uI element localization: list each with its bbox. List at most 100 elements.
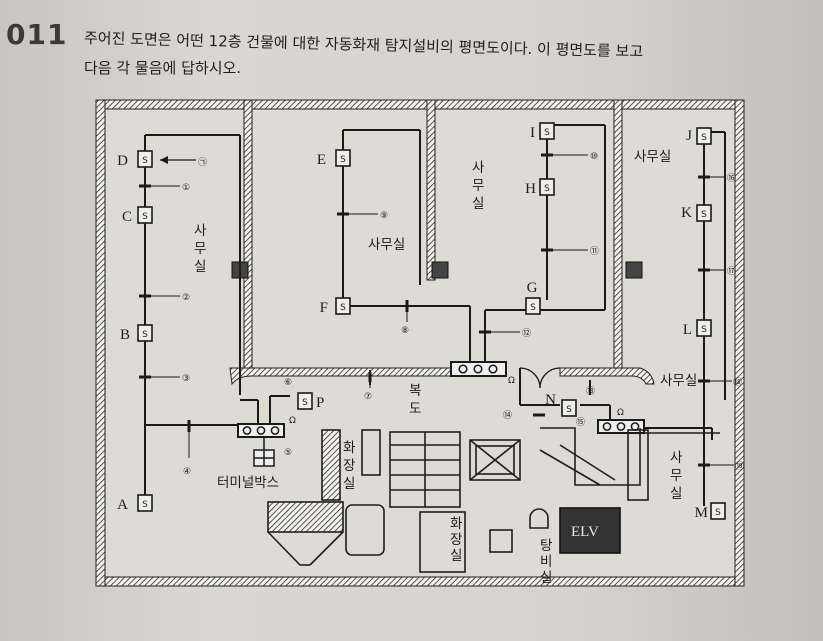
svg-text:S: S (142, 156, 148, 166)
detector-p: S P (297, 392, 324, 411)
svg-text:S: S (544, 184, 550, 194)
room-restroom2-3: 실 (450, 548, 462, 564)
detector-label-a: A (117, 497, 128, 513)
label-circle-1: ① (182, 183, 190, 193)
svg-text:S: S (701, 133, 707, 143)
detector-k: S K (681, 204, 712, 222)
detectors: S D S C S B S A S E (117, 122, 726, 521)
end-mark-2: Ω (508, 376, 515, 386)
detector-e: S E (317, 149, 351, 168)
room-office-left-3: 실 (194, 259, 206, 275)
circled-number-labels: ㉠ ① ② ③ ④ ⑤ ⑥ ⑦ ⑧ ⑨ ⑩ ⑪ ⑫ ⑬ ⑭ ⑮ ⑯ ⑰ ⑱ ⑲ (182, 152, 744, 477)
label-circle-4: ④ (183, 467, 191, 477)
leader-lines (151, 154, 734, 466)
svg-text:S: S (544, 128, 550, 138)
core-area (267, 427, 720, 573)
label-circle-14: ⑭ (503, 410, 512, 421)
detector-label-d: D (117, 153, 128, 169)
detector-c: S C (122, 206, 153, 225)
svg-text:S: S (715, 508, 721, 518)
room-restroom-3: 실 (343, 476, 355, 492)
room-office-mid-2: 무 (472, 178, 484, 194)
detector-label-p: P (316, 395, 324, 411)
detector-l: S L (683, 319, 712, 338)
detector-label-h: H (525, 181, 536, 197)
detector-j: S J (686, 127, 712, 145)
detector-label-i: I (530, 125, 535, 141)
room-pantry-1: 탕 (540, 538, 552, 554)
terminal-box-symbol (253, 437, 275, 467)
label-circle-11: ⑪ (590, 246, 599, 257)
label-circle-15: ⑮ (576, 417, 585, 428)
svg-text:S: S (701, 325, 707, 335)
svg-text:S: S (340, 303, 346, 313)
room-pantry-3: 실 (540, 570, 552, 586)
detector-label-m: M (695, 505, 708, 521)
detector-h: S H (525, 178, 555, 197)
end-of-line-marks: Ω Ω Ω (289, 376, 624, 426)
detector-label-c: C (122, 209, 132, 225)
label-circle-5: ⑤ (284, 448, 292, 458)
outer-walls (95, 99, 745, 587)
room-office-center: 사무실 (368, 237, 405, 253)
svg-text:S: S (701, 210, 707, 220)
detector-label-j: J (686, 128, 692, 144)
room-pantry-2: 비 (540, 554, 552, 570)
detector-i: S I (530, 122, 555, 141)
label-circle-16: ⑯ (727, 173, 736, 184)
detector-label-n: N (545, 392, 556, 408)
detector-d: S D (117, 150, 153, 169)
detector-label-f: F (320, 300, 328, 316)
svg-text:S: S (142, 500, 148, 510)
svg-text:S: S (142, 330, 148, 340)
room-office-right-top: 사무실 (634, 149, 671, 165)
svg-text:S: S (566, 405, 572, 415)
detector-g: S G (525, 280, 541, 315)
label-circle-8: ⑧ (401, 326, 409, 336)
label-circle-7: ⑦ (364, 392, 372, 402)
terminals (242, 364, 640, 435)
end-mark-1: Ω (289, 416, 296, 426)
detector-label-l: L (683, 322, 692, 338)
label-circle-12: ⑫ (522, 328, 531, 339)
room-corridor-1: 복 (409, 383, 421, 399)
label-circle-10: ⑩ (590, 152, 598, 162)
detector-label-b: B (120, 327, 130, 343)
svg-text:S: S (340, 155, 346, 165)
terminal-box-label: 터미널박스 (217, 475, 279, 491)
detector-b: S B (120, 324, 153, 343)
room-office-right-bottom-1: 사 (670, 450, 683, 466)
columns (231, 261, 643, 279)
room-restroom2-1: 화 (450, 516, 462, 532)
room-office-mid-1: 사 (472, 160, 485, 176)
question-text-line2: 다음 각 물음에 답하시오. (84, 59, 242, 77)
label-circle-19: ⑲ (735, 461, 744, 472)
label-circle-18: ⑱ (733, 377, 742, 388)
room-office-right-bottom-3: 실 (670, 486, 682, 502)
detector-label-e: E (317, 152, 326, 168)
room-restroom-2: 장 (343, 458, 355, 474)
detector-a: S A (117, 494, 153, 513)
detector-label-g: G (527, 280, 538, 296)
label-circle-9: ⑨ (380, 211, 388, 221)
room-restroom2-2: 장 (450, 532, 462, 548)
door-symbols (519, 367, 561, 389)
wire-count-ticks (139, 153, 710, 467)
room-office-right-mid: 사무실 (660, 373, 697, 389)
label-circle-6: ⑥ (284, 378, 292, 388)
room-office-left-2: 무 (194, 241, 206, 257)
elevator-label: ELV (571, 524, 599, 540)
room-office-left-1: 사 (194, 223, 207, 239)
detector-m: S M (695, 502, 726, 521)
question-number: 011 (6, 18, 68, 51)
room-restroom-1: 화 (343, 440, 355, 456)
label-circle-3: ③ (182, 374, 190, 384)
svg-text:S: S (142, 212, 148, 222)
label-circle-17: ⑰ (727, 266, 736, 277)
label-circle-0: ㉠ (198, 157, 207, 168)
end-mark-3: Ω (617, 408, 624, 418)
room-office-mid-3: 실 (472, 196, 484, 212)
arrow-d (160, 156, 196, 164)
